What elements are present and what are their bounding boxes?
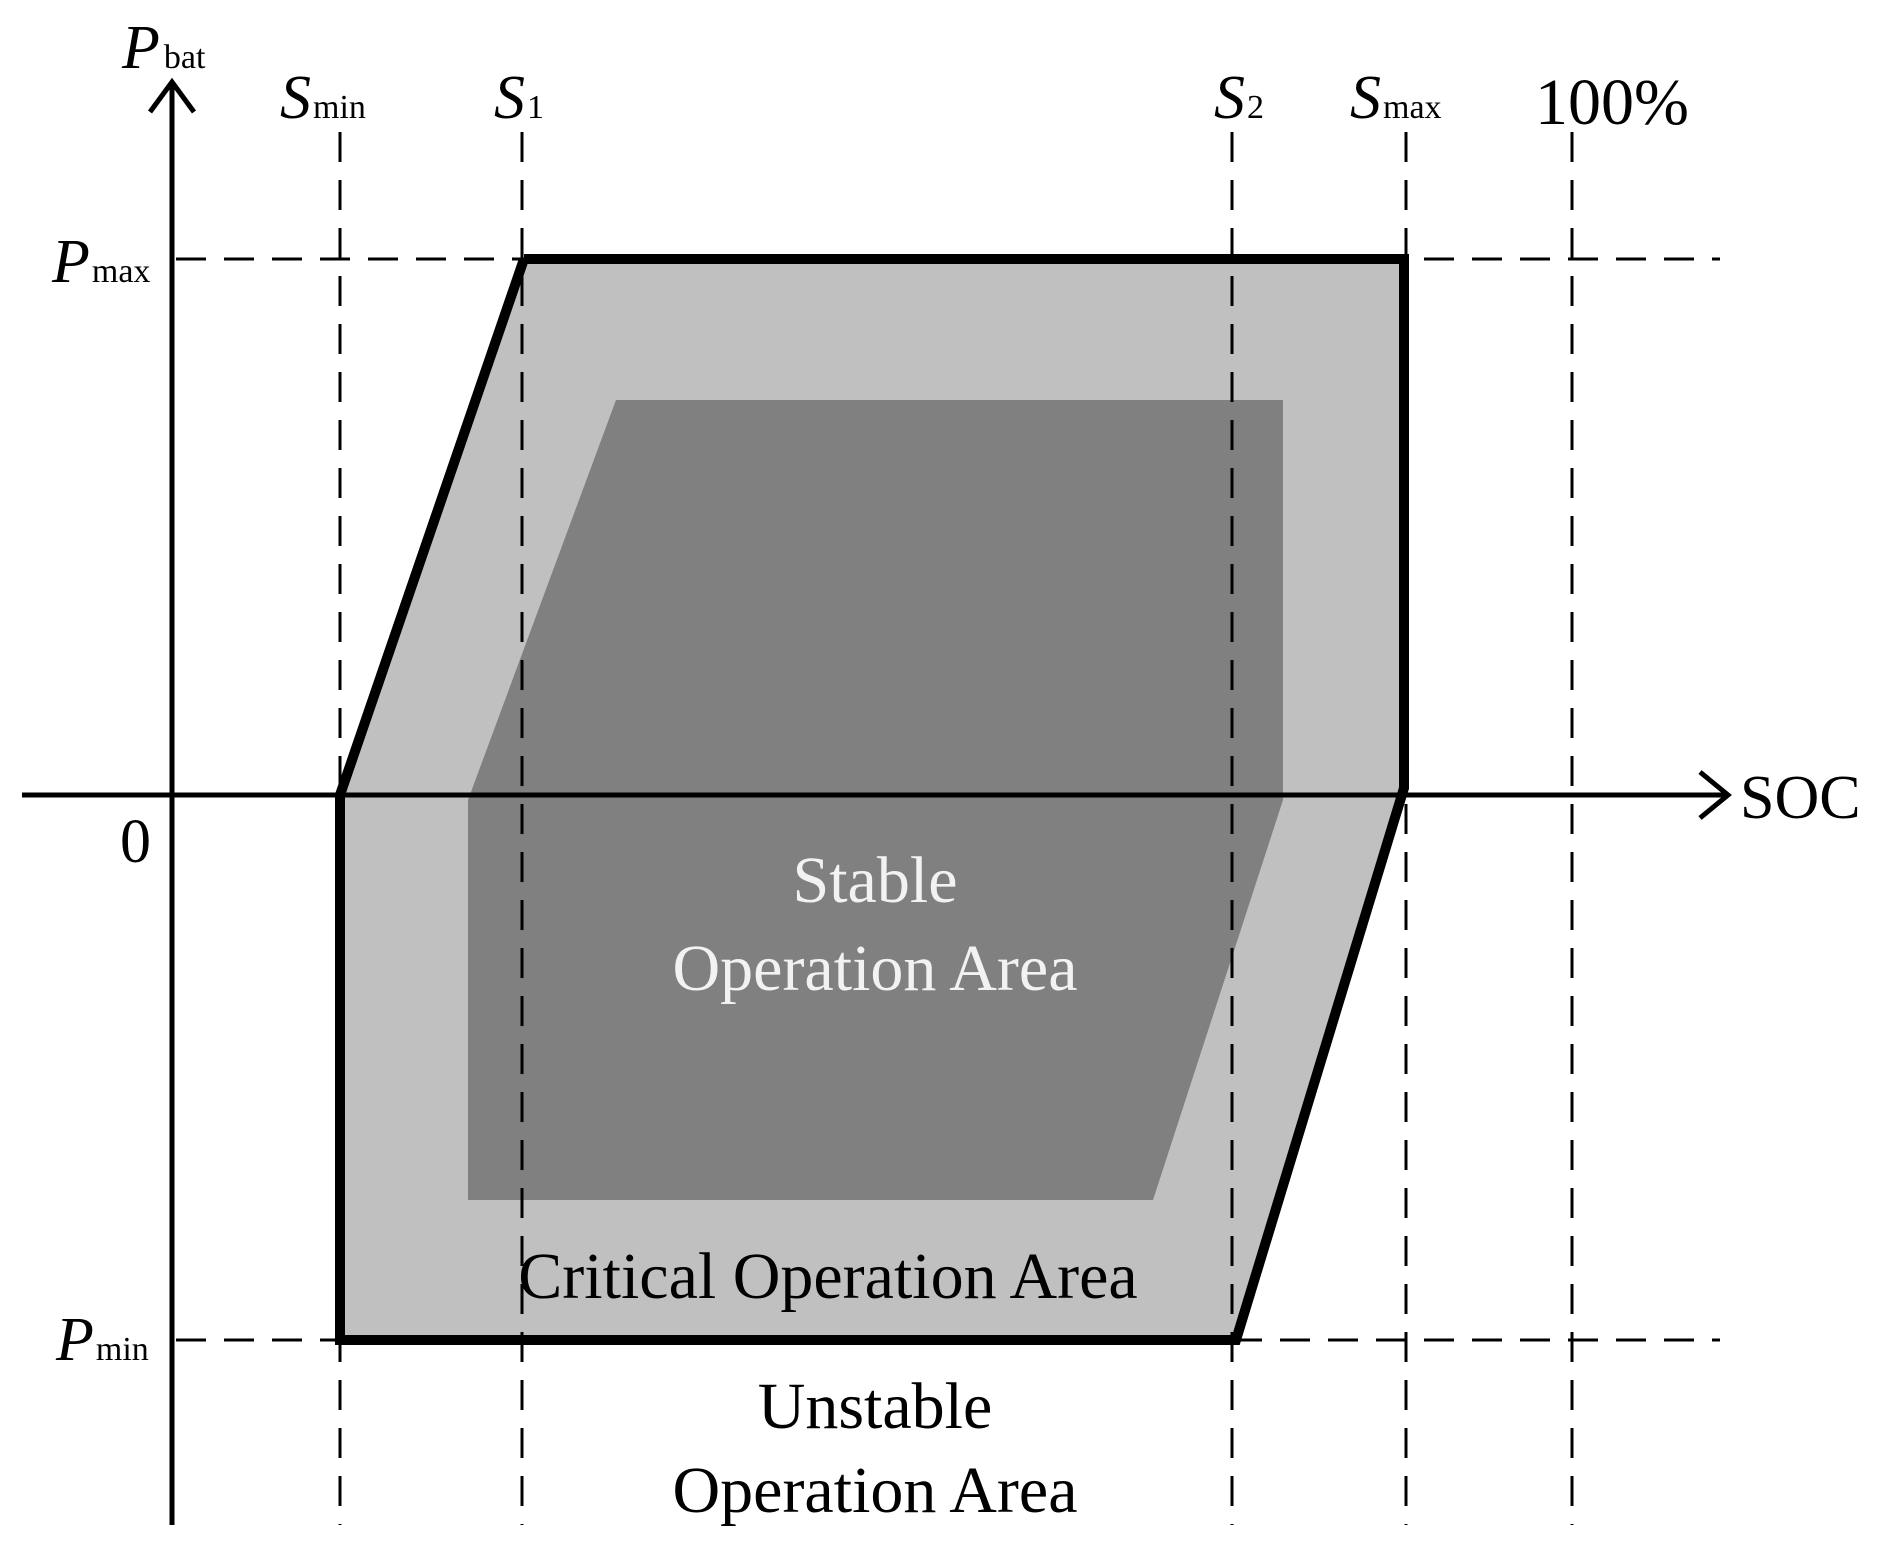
origin-label: 0 [120,808,151,876]
hundred-percent-label: 100% [1535,66,1689,139]
unstable-area-label-line1: Unstable [758,1370,993,1443]
x-axis-label: SOC [1740,764,1861,832]
s1-sub: 1 [527,89,544,126]
unstable-area-label-line2: Operation Area [673,1454,1078,1527]
p-max-label: Pmax [51,228,150,296]
y-axis-arrowhead [147,77,197,114]
stable-area-label-line1: Stable [793,844,958,917]
p-max-main: P [51,228,90,296]
axes [22,77,1732,1525]
y-axis-label-main: P [121,14,160,82]
s1-main: S [494,64,525,132]
s2-label: S2 [1214,64,1264,132]
p-max-sub: max [92,253,151,290]
p-min-main: P [55,1306,94,1374]
y-axis-label-sub: bat [164,39,206,76]
s-max-label: Smax [1350,64,1442,132]
s-min-label: Smin [280,64,366,132]
p-min-sub: min [96,1331,149,1368]
critical-area-label: Critical Operation Area [518,1240,1137,1313]
s1-label: S1 [494,64,544,132]
s2-main: S [1214,64,1245,132]
s-max-sub: max [1383,89,1442,126]
s2-sub: 2 [1247,89,1264,126]
s-min-sub: min [313,89,366,126]
x-axis-arrowhead [1698,770,1732,820]
s-max-main: S [1350,64,1381,132]
stable-area-label-line2: Operation Area [673,932,1078,1005]
p-min-label: Pmin [55,1306,149,1374]
stable-operation-area [468,400,1283,1200]
s-min-main: S [280,64,311,132]
